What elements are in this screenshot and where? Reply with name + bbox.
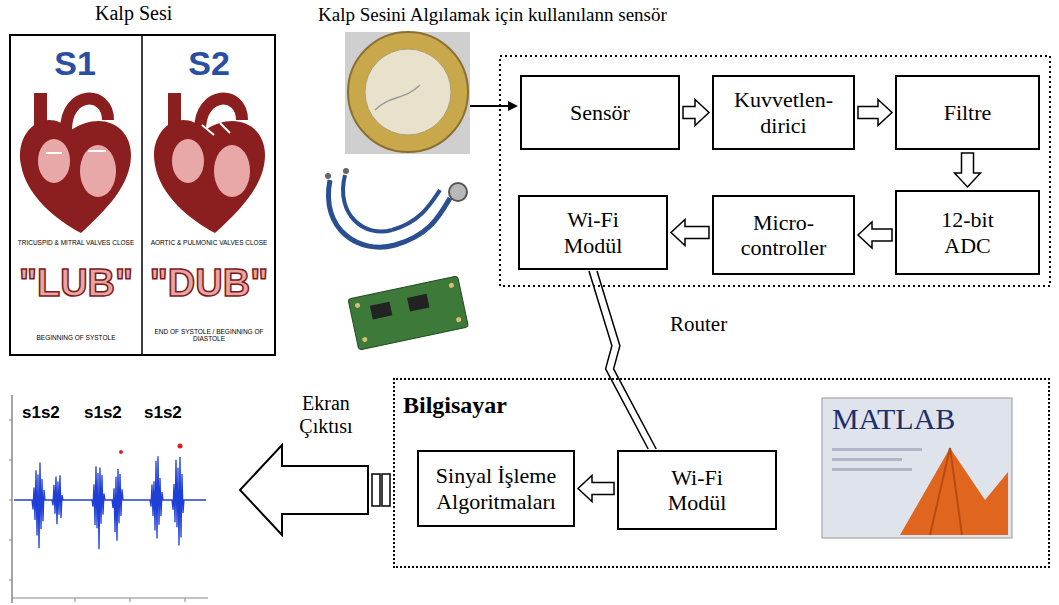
plot-annotation: s1s2: [22, 403, 72, 423]
plot-annotation: s1s2: [84, 403, 134, 423]
figure-title: Kalp Sesini Algılamak için kullanılann s…: [318, 4, 798, 26]
flow-arrow: [955, 153, 981, 187]
edge-label: Router: [668, 312, 729, 337]
amplifier-board: [348, 276, 468, 350]
sound-word: "DUB": [143, 262, 275, 306]
device-region: [500, 56, 1050, 286]
flow-arrow: [683, 100, 709, 126]
box-text: Sinyal İşleme Algoritmaları: [426, 463, 566, 514]
sound-label: S1: [40, 44, 110, 83]
output-arrow: [240, 445, 390, 535]
logo-text: MATLAB: [832, 402, 1002, 437]
heart-drawing: [20, 93, 131, 233]
annotation: BEGINNING OF SYSTOLE: [12, 334, 140, 341]
process-box: Sensör: [520, 75, 680, 150]
annotation: END OF SYSTOLE / BEGINNING OF DIASTOLE: [145, 328, 273, 343]
flow-arrow: [858, 100, 892, 126]
box-text: 12-bit ADC: [923, 207, 1013, 258]
piezo-sensor-photo: [345, 32, 470, 154]
process-box: Wi-Fi Modül: [617, 450, 777, 530]
process-box: 12-bit ADC: [895, 190, 1040, 275]
process-box: Sinyal İşleme Algoritmaları: [417, 450, 575, 527]
hollow-arrow: [858, 100, 892, 126]
hollow-arrow: [955, 153, 981, 187]
flow-arrow: [671, 220, 709, 246]
heart-drawing: [154, 93, 265, 233]
sound-label: S2: [174, 44, 244, 83]
process-box: Wi-Fi Modül: [518, 195, 668, 270]
hollow-arrow: [578, 476, 614, 502]
sound-word: "LUB": [10, 262, 142, 306]
flow-arrow: [858, 222, 892, 248]
heart-illustration: [10, 35, 275, 355]
plot-annotation: s1s2: [144, 403, 194, 423]
signal-plot: [9, 395, 208, 603]
heart-sound-waveform: [14, 456, 206, 549]
link-line: [589, 271, 648, 449]
arrow-label: Ekran Çıktısı: [280, 392, 372, 438]
process-box: Micro- controller: [712, 195, 855, 275]
box-text: Kuvvetlen- dirici: [728, 87, 840, 138]
box-text: Filtre: [944, 100, 992, 125]
annotation: TRICUSPID & MITRAL VALVES CLOSE: [12, 239, 140, 246]
box-text: Wi-Fi Modül: [652, 465, 742, 516]
stethoscope: [325, 168, 467, 247]
flow-arrow: [578, 476, 614, 502]
wireless-link: [589, 271, 656, 449]
link-line: [597, 271, 656, 449]
process-box: Filtre: [895, 75, 1040, 150]
box-text: Sensör: [570, 100, 630, 125]
hollow-arrow: [671, 220, 709, 246]
matlab-logo: [822, 398, 1012, 538]
annotation: AORTIC & PULMONIC VALVES CLOSE: [145, 239, 273, 246]
sensor-arrow: [470, 101, 518, 111]
process-box: Kuvvetlen- dirici: [712, 75, 855, 150]
box-text: Wi-Fi Modül: [548, 207, 638, 258]
box-text: Micro- controller: [728, 210, 840, 261]
hollow-arrow: [858, 222, 892, 248]
hollow-arrow: [683, 100, 709, 126]
figure-title: Kalp Sesi: [95, 2, 195, 25]
region-heading: Bilgisayar: [403, 392, 507, 420]
